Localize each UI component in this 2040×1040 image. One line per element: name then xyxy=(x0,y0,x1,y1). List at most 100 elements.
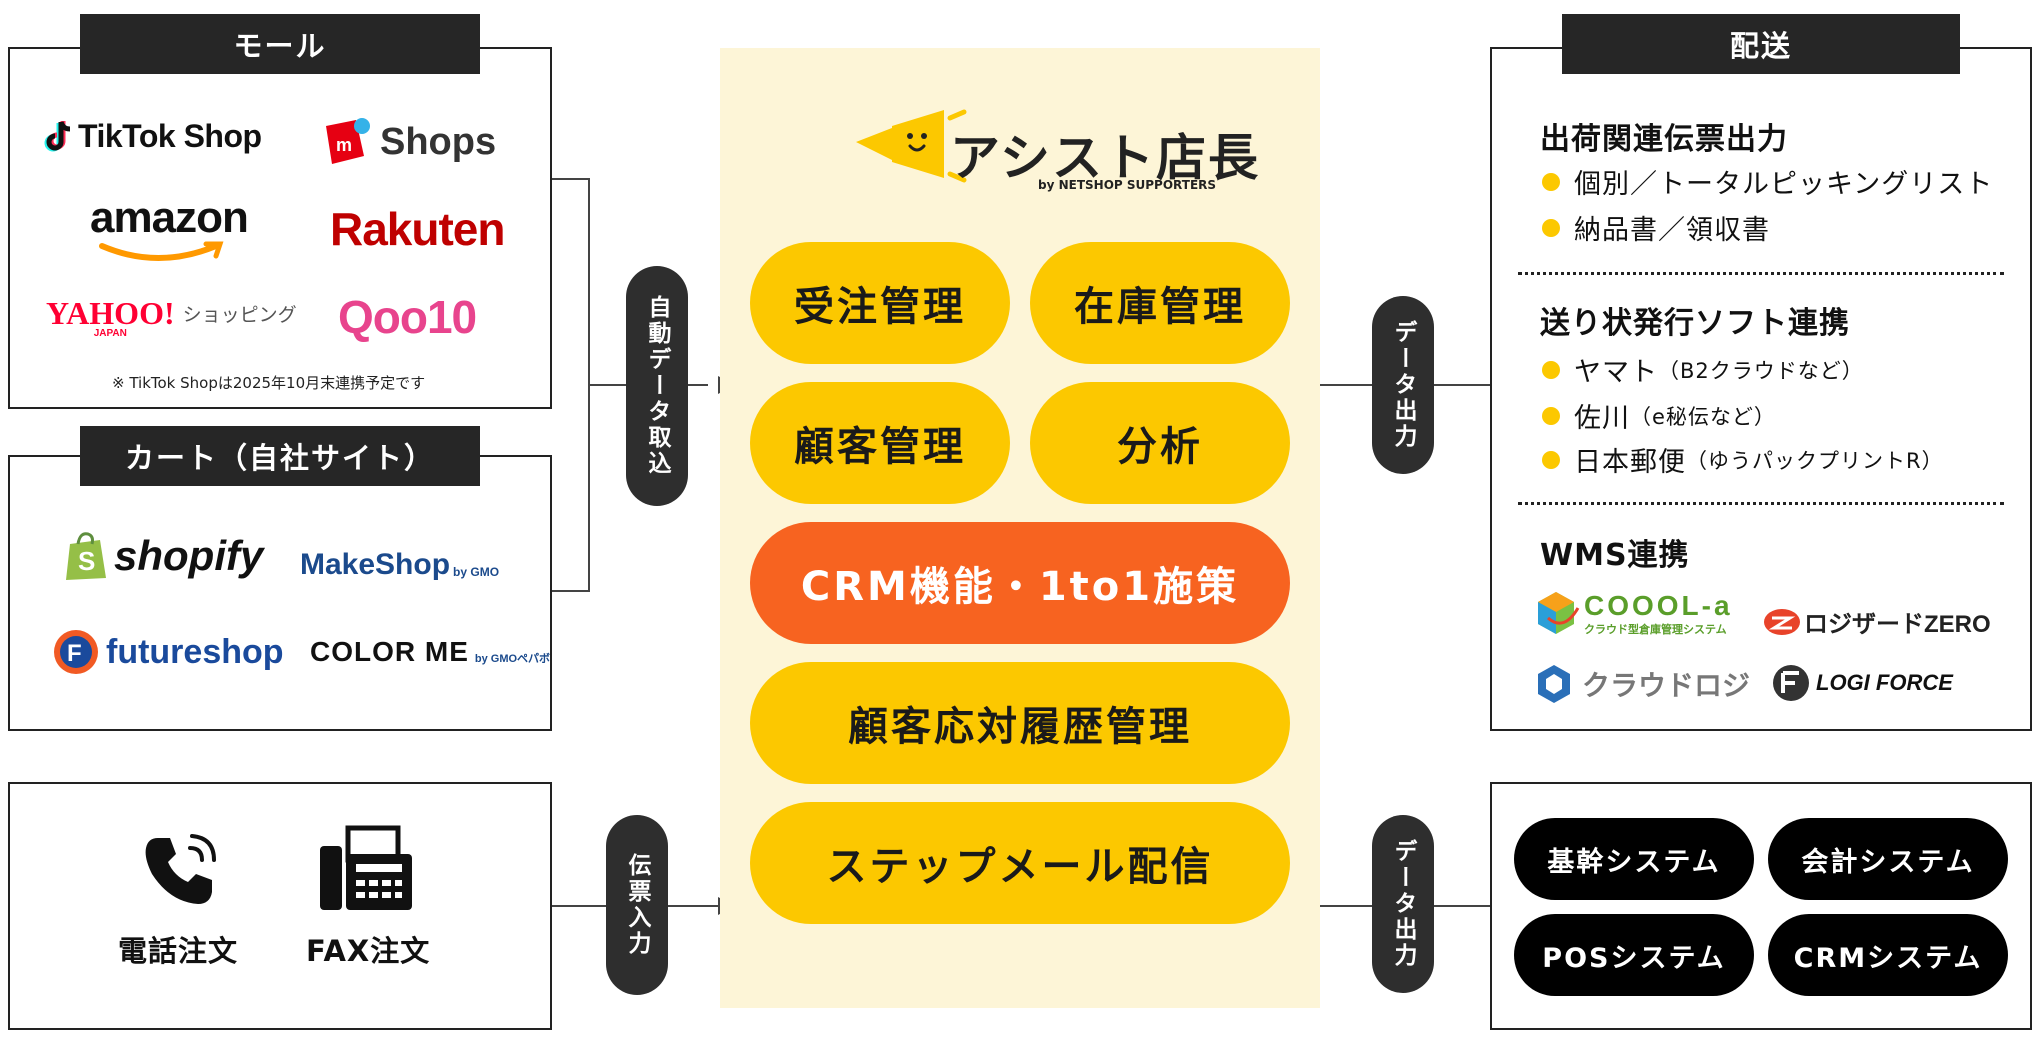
logiforce-icon xyxy=(1773,665,1809,701)
order-box xyxy=(8,782,552,1030)
tiktok-shop-logo: TikTok Shop xyxy=(44,118,262,155)
slip-output-title: 出荷関連伝票出力 xyxy=(1540,122,1788,157)
fax-icon xyxy=(320,825,412,910)
cooola-subtext: クラウド型倉庫管理システム xyxy=(1584,624,1727,636)
shopify-bag-icon: S xyxy=(66,532,106,580)
auto-import-label: 自動データ取込 xyxy=(644,295,670,477)
carrier-japanpost-name: 日本郵便 xyxy=(1574,447,1686,478)
shipping-divider-2 xyxy=(1518,502,2004,505)
futureshop-logo: F futureshop xyxy=(52,628,284,676)
colorme-text: COLOR ME xyxy=(310,636,469,667)
makeshop-text: MakeShop xyxy=(300,548,451,581)
svg-text:F: F xyxy=(67,640,82,667)
svg-text:S: S xyxy=(78,546,95,576)
feature-inventory-management: 在庫管理 xyxy=(1030,242,1290,364)
cloudlogi-text: クラウドロジ xyxy=(1582,670,1751,701)
bullet-dot xyxy=(1542,360,1560,379)
mercari-bag-icon: m xyxy=(326,118,370,164)
bullet-dot xyxy=(1542,218,1560,237)
logizard-text: ロジザードZERO xyxy=(1804,611,1991,638)
mercari-shops-logo: m Shops xyxy=(320,116,496,168)
system-accounting: 会計システム xyxy=(1768,818,2008,900)
phone-icon xyxy=(145,834,216,904)
shopify-logo: S shopify xyxy=(64,530,263,582)
bullet-dot xyxy=(1542,406,1560,425)
feature-crm: CRM機能・1to1施策 xyxy=(750,522,1290,644)
brand-subtitle: by NETSHOP SUPPORTERS xyxy=(1038,178,1217,192)
data-output-pill-1: データ出力 xyxy=(1372,296,1434,474)
amazon-text: amazon xyxy=(90,193,249,242)
yahoo-japan-text: JAPAN xyxy=(93,328,127,339)
shipping-divider-1 xyxy=(1518,272,2004,275)
colorme-logo: COLOR ME by GMOペパボ xyxy=(310,636,550,668)
futureshop-text: futureshop xyxy=(106,632,284,671)
label-software-title: 送り状発行ソフト連携 xyxy=(1540,306,1850,341)
shipping-box xyxy=(1490,47,2032,731)
feature-order-management: 受注管理 xyxy=(750,242,1010,364)
cooola-text: COOOL-a xyxy=(1584,590,1733,621)
wms-title: WMS連携 xyxy=(1540,538,1690,573)
carrier-yamato-note: （B2クラウドなど） xyxy=(1658,358,1864,383)
data-output-pill-2: データ出力 xyxy=(1372,815,1434,993)
amazon-logo: amazon xyxy=(90,193,249,264)
feature-customer-management: 顧客管理 xyxy=(750,382,1010,504)
slip-input-pill: 伝票入力 xyxy=(606,815,668,995)
tiktok-icon xyxy=(44,120,71,151)
yahoo-logo: YAHOO! JAPAN ショッピング xyxy=(46,295,297,339)
cart-tab: カート（自社サイト） xyxy=(80,426,480,486)
makeshop-by-text: by GMO xyxy=(453,565,500,579)
qoo10-logo: Qoo10 xyxy=(338,290,477,344)
data-output-label-1: データ出力 xyxy=(1390,320,1416,450)
mall-connector-h xyxy=(552,178,590,180)
cooola-cube-icon xyxy=(1538,592,1580,634)
logizard-logo: ロジザードZERO xyxy=(1762,604,1991,639)
carrier-yamato-name: ヤマト xyxy=(1574,357,1658,388)
slip-output-item-2-text: 納品書／領収書 xyxy=(1574,215,1770,246)
amazon-smile-icon xyxy=(99,241,224,261)
carrier-yamato: ヤマト （B2クラウドなど） xyxy=(1542,350,1864,389)
slip-output-item-2: 納品書／領収書 xyxy=(1542,208,1770,247)
feature-analysis: 分析 xyxy=(1030,382,1290,504)
feature-step-mail: ステップメール配信 xyxy=(750,802,1290,924)
system-core: 基幹システム xyxy=(1514,818,1754,900)
rakuten-text: Rakuten xyxy=(330,203,505,255)
qoo10-text: Qoo10 xyxy=(338,291,477,343)
tiktok-note: ※ TikTok Shopは2025年10月末連携予定です xyxy=(112,374,426,392)
makeshop-logo: MakeShop by GMO xyxy=(300,548,499,582)
carrier-sagawa-note: （e秘伝など） xyxy=(1630,404,1776,429)
carrier-sagawa: 佐川 （e秘伝など） xyxy=(1542,396,1776,435)
futureshop-icon: F xyxy=(54,630,98,674)
slip-output-item-1-text: 個別／トータルピッキングリスト xyxy=(1574,169,1994,200)
yahoo-text: YAHOO! xyxy=(46,295,175,331)
cloudlogi-hexagon-icon xyxy=(1538,665,1570,703)
slip-input-label: 伝票入力 xyxy=(624,853,650,957)
fax-order-label: FAX注文 xyxy=(306,934,431,968)
bullet-dot xyxy=(1542,172,1560,191)
mall-tab: モール xyxy=(80,14,480,74)
carrier-japanpost: 日本郵便 （ゆうパックプリントR） xyxy=(1542,440,1944,479)
shopify-text: shopify xyxy=(114,532,264,579)
cart-box xyxy=(8,455,552,731)
slip-output-item-1: 個別／トータルピッキングリスト xyxy=(1542,162,1993,201)
system-pos: POSシステム xyxy=(1514,914,1754,996)
rakuten-logo: Rakuten xyxy=(330,202,505,256)
logizard-icon xyxy=(1764,608,1800,635)
mercari-shops-text: Shops xyxy=(380,120,497,163)
mall-box xyxy=(8,47,552,409)
cloudlogi-logo: クラウドロジ xyxy=(1534,662,1750,706)
assist-tencho-panel: アシスト店長 by NETSHOP SUPPORTERS 受注管理 在庫管理 顧… xyxy=(720,48,1320,1008)
brand-title: アシスト店長 xyxy=(950,129,1260,187)
megaphone-icon xyxy=(856,109,967,183)
shipping-tab: 配送 xyxy=(1562,14,1960,74)
cart-connector-h xyxy=(552,590,590,592)
cooola-logo: COOOL-a クラウド型倉庫管理システム xyxy=(1534,588,1733,640)
feature-customer-history: 顧客応対履歴管理 xyxy=(750,662,1290,784)
logiforce-logo: LOGI FORCE xyxy=(1770,662,1953,704)
carrier-japanpost-note: （ゆうパックプリントR） xyxy=(1686,448,1944,473)
yahoo-shopping-text: ショッピング xyxy=(182,305,297,326)
carrier-sagawa-name: 佐川 xyxy=(1574,403,1630,434)
logiforce-text: LOGI FORCE xyxy=(1816,670,1953,695)
auto-import-pill: 自動データ取込 xyxy=(626,266,688,506)
bullet-dot xyxy=(1542,450,1560,469)
tiktok-shop-text: TikTok Shop xyxy=(78,118,262,154)
